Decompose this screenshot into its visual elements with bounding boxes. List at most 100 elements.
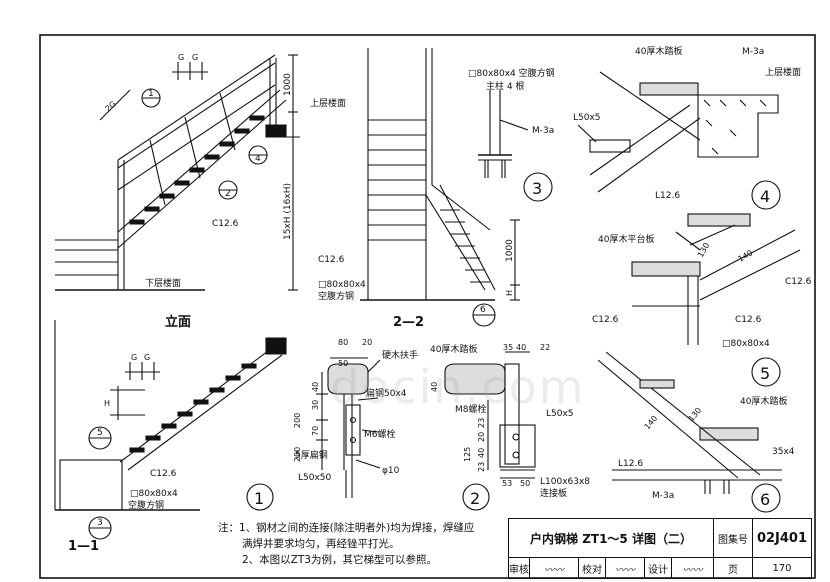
detail-2-side-23b: 23 — [477, 462, 486, 472]
detail-1-dim-200b: 200 — [293, 447, 302, 462]
detail-5-channel-c: C12.6 — [735, 315, 762, 325]
detail-5-channel-b: C12.6 — [592, 315, 619, 325]
sheet-frame — [39, 34, 816, 579]
detail-6-dim-140: 140 — [643, 414, 660, 431]
elevation-upper-floor: 上层楼面 — [310, 97, 346, 109]
title-block-design-label: 设计 — [644, 557, 672, 579]
detail-4-upper-floor: 上层楼面 — [765, 66, 801, 78]
section-1-1-dim-g2: G — [144, 353, 150, 362]
detail-1-rod: φ10 — [382, 466, 400, 476]
detail-2-bolt: M8螺栓 — [455, 403, 487, 415]
detail-1-angle: L50x50 — [298, 473, 332, 483]
section-1-1-hollow-steel: □80x80x4 — [130, 489, 178, 499]
section-1-1-channel: C12.6 — [150, 469, 177, 479]
title-block-review-label: 审核 — [508, 557, 530, 579]
detail-2-dim-22: 22 — [540, 343, 550, 352]
detail-2-side-125: 125 — [463, 447, 472, 462]
detail-5-dim-130: 130 — [696, 241, 711, 259]
detail-3-steel: □80x80x4 空腹方钢 — [468, 67, 555, 79]
detail-1-plate: 5厚扁钢 — [295, 449, 328, 461]
section-1-1-callout-5: 5 — [97, 428, 103, 438]
detail-4-angle: L50x5 — [573, 113, 601, 123]
title-block-page-no: 170 — [752, 557, 812, 579]
elevation-callout-4: 4 — [255, 154, 261, 164]
detail-1-flat-steel: 扁钢50x4 — [366, 387, 407, 399]
detail-5-steel: □80x80x4 — [722, 339, 770, 349]
detail-1-bolt: M6螺栓 — [364, 428, 396, 440]
detail-4-number: 4 — [760, 187, 770, 206]
detail-6-tread: 40厚木踏板 — [740, 395, 787, 407]
detail-5-dim-140: 140 — [737, 248, 755, 263]
elevation-callout-2: 2 — [225, 189, 231, 199]
detail-3-view — [478, 90, 553, 202]
detail-2-dim-35: 35 — [503, 343, 513, 352]
detail-2-view — [444, 351, 536, 511]
detail-1-dim-200a: 200 — [293, 413, 302, 428]
section-1-1-callout-3: 3 — [97, 518, 103, 528]
section-2-2-hollow-steel: □80x80x4 — [318, 280, 366, 290]
detail-1-dim-40: 40 — [311, 382, 320, 392]
section-2-2-hollow-label: 空腹方钢 — [318, 290, 354, 302]
title-block-page-label: 页 — [713, 557, 753, 579]
elevation-total-height: 15xH (16xH) — [283, 183, 293, 240]
note-line-2: 满焊并要求均匀，再经锉平打光。 — [242, 538, 400, 550]
detail-2-side-23a: 23 — [477, 418, 486, 428]
detail-2-angle: L50x5 — [546, 409, 574, 419]
detail-6-dim-130: 130 — [687, 406, 704, 423]
section-2-2-callout-6: 6 — [480, 305, 486, 315]
detail-2-connector: 连接板 — [540, 487, 567, 499]
detail-2-dim-53: 53 — [502, 479, 512, 488]
detail-6-angle: 35x4 — [772, 447, 795, 457]
title-block-atlas-label: 图集号 — [713, 518, 753, 558]
detail-6-view — [597, 351, 782, 513]
title-block-design-signature: 〰〰 — [671, 557, 714, 579]
detail-4-channel: L12.6 — [655, 191, 680, 201]
detail-3-number: 3 — [532, 179, 542, 198]
section-1-1-view — [54, 320, 287, 540]
detail-2-dim-40: 40 — [516, 343, 526, 352]
detail-3-bolt: M-3a — [532, 126, 554, 136]
detail-1-view — [246, 357, 381, 511]
title-block-check-label: 校对 — [578, 557, 606, 579]
title-block: 户内钢梯 ZT1～5 详图（二） 图集号 02J401 审核 〰〰 校对 〰〰 … — [508, 518, 812, 580]
elevation-callout-1: 1 — [148, 89, 154, 99]
detail-5-platform: 40厚木平台板 — [598, 233, 654, 245]
detail-3-columns: 主柱 4 根 — [486, 80, 524, 92]
detail-4-tread: 40厚木踏板 — [635, 45, 682, 57]
detail-1-dim-30: 30 — [311, 400, 320, 410]
section-2-2-dim-h: H — [505, 290, 514, 296]
detail-4-view — [577, 71, 781, 210]
section-2-2-channel: C12.6 — [318, 255, 345, 265]
section-1-1-dim-g1: G — [131, 353, 137, 362]
detail-5-channel-a: C12.6 — [785, 277, 812, 287]
note-line-3: 2、本图以ZT3为例，其它梯型可以参照。 — [242, 554, 437, 566]
detail-2-side-40b: 40 — [477, 448, 486, 458]
elevation-lower-floor: 下层楼面 — [145, 277, 181, 289]
detail-1-dim-80: 80 — [338, 338, 348, 347]
section-2-2-rail-height: 1000 — [505, 239, 515, 262]
section-1-1-title: 1—1 — [68, 539, 99, 554]
detail-2-dim-50: 50 — [520, 479, 530, 488]
elevation-channel: C12.6 — [212, 219, 239, 229]
notes-block: 注：1、钢材之间的连接(除注明者外)均为焊接，焊缝应 满焊并要求均匀，再经锉平打… — [218, 520, 508, 568]
detail-2-angle-b: L100x63x8 — [540, 477, 590, 487]
title-block-title: 户内钢梯 ZT1～5 详图（二） — [508, 518, 714, 558]
detail-1-handrail: 硬木扶手 — [382, 349, 418, 361]
detail-4-bolt: M-3a — [742, 47, 764, 57]
detail-1-number: 1 — [254, 489, 264, 508]
elevation-dim-g1: G — [178, 53, 184, 62]
detail-5-view — [631, 213, 801, 387]
detail-1-dim-20: 20 — [362, 338, 372, 347]
elevation-title: 立面 — [165, 314, 191, 330]
title-block-review-signature: 〰〰 — [529, 557, 579, 579]
detail-2-side-20: 20 — [477, 432, 486, 442]
detail-5-number: 5 — [760, 364, 770, 383]
elevation-dim-2g: 2G — [104, 99, 118, 113]
detail-2-number: 2 — [470, 489, 480, 508]
detail-2-tread: 40厚木踏板 — [430, 343, 477, 355]
note-line-1: 注：1、钢材之间的连接(除注明者外)均为焊接，焊缝应 — [218, 522, 475, 534]
elevation-dim-g2: G — [192, 53, 198, 62]
section-1-1-dim-h: H — [104, 399, 110, 408]
title-block-atlas-no: 02J401 — [752, 518, 812, 558]
detail-6-channel: L12.6 — [618, 459, 643, 469]
